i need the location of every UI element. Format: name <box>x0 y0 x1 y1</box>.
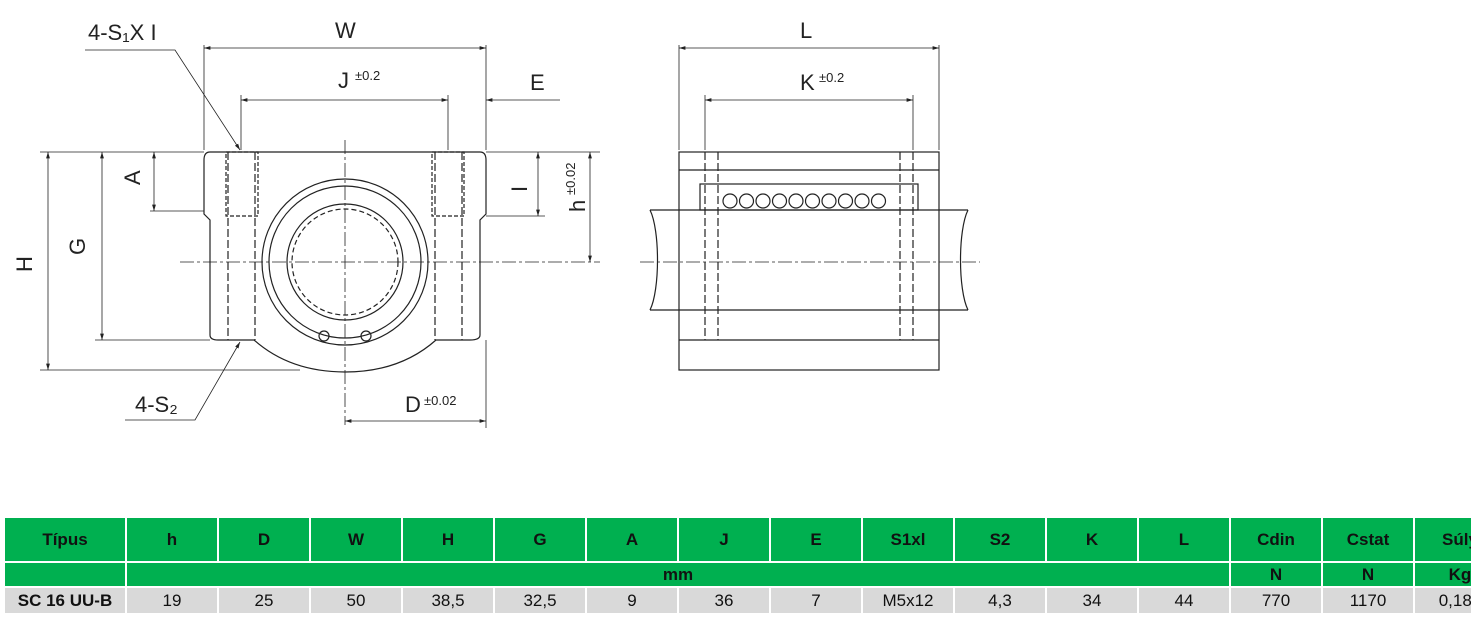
value-cell: M5x12 <box>861 586 955 615</box>
value-cell: 0,189 <box>1413 586 1471 615</box>
label-h-tol: ±0.02 <box>563 163 578 195</box>
label-i: I <box>507 186 532 192</box>
value-cell: 32,5 <box>493 586 587 615</box>
ball-bearing <box>771 193 788 209</box>
units-cdin: N <box>1229 561 1323 588</box>
column-header: E <box>769 516 863 563</box>
value-cell: 1170 <box>1321 586 1415 615</box>
units-mm: mm <box>125 561 1231 588</box>
spec-table: TípushDWHGAJES1xlS2KLCdinCstatSúly mm N … <box>3 516 1471 615</box>
ball-bearing <box>837 193 854 209</box>
ball-bearing <box>804 193 821 209</box>
label-h-big: H <box>12 256 37 272</box>
ball-bearing <box>788 193 804 209</box>
units-cstat: N <box>1321 561 1415 588</box>
label-a: A <box>120 170 145 185</box>
column-header: L <box>1137 516 1231 563</box>
value-cell: 34 <box>1045 586 1139 615</box>
front-view <box>180 140 600 425</box>
column-header: h <box>125 516 219 563</box>
ball-bearing <box>738 193 755 209</box>
column-header: H <box>401 516 495 563</box>
ball-bearing <box>821 193 837 209</box>
label-e: E <box>530 70 545 95</box>
units-suly: Kg <box>1413 561 1471 588</box>
column-header: Súly <box>1413 516 1471 563</box>
label-l: L <box>800 18 812 43</box>
column-header: S1xl <box>861 516 955 563</box>
value-cell: 7 <box>769 586 863 615</box>
units-blank <box>3 561 127 588</box>
label-k: K <box>800 70 815 95</box>
label-s1: 4-S₁X I <box>88 20 157 45</box>
label-h-small: h <box>565 200 590 212</box>
value-cell: 9 <box>585 586 679 615</box>
model-cell: SC 16 UU-B <box>3 586 127 615</box>
column-header: D <box>217 516 311 563</box>
column-header: G <box>493 516 587 563</box>
value-cell: 770 <box>1229 586 1323 615</box>
value-cell: 19 <box>125 586 219 615</box>
label-d: D <box>405 392 421 417</box>
label-d-tol: ±0.02 <box>424 393 456 408</box>
value-cell: 25 <box>217 586 311 615</box>
value-cell: 50 <box>309 586 403 615</box>
side-view <box>640 151 980 371</box>
value-cell: 38,5 <box>401 586 495 615</box>
label-j: J <box>338 68 349 93</box>
value-cell: 36 <box>677 586 771 615</box>
label-w: W <box>335 18 356 43</box>
technical-drawing: 4-S₁X I W J ±0.2 E A G H I h ±0.02 4-S₂ … <box>12 18 980 428</box>
value-cell: 44 <box>1137 586 1231 615</box>
column-header: S2 <box>953 516 1047 563</box>
column-header: W <box>309 516 403 563</box>
column-header: J <box>677 516 771 563</box>
ball-bearing <box>755 193 771 209</box>
ball-bearing <box>722 193 738 209</box>
label-g: G <box>65 238 90 255</box>
value-cell: 4,3 <box>953 586 1047 615</box>
column-header: K <box>1045 516 1139 563</box>
label-s2: 4-S₂ <box>135 392 178 417</box>
label-j-tol: ±0.2 <box>355 68 380 83</box>
label-k-tol: ±0.2 <box>819 70 844 85</box>
column-header: A <box>585 516 679 563</box>
ball-bearing <box>854 193 870 209</box>
column-header: Cstat <box>1321 516 1415 563</box>
column-header: Típus <box>3 516 127 563</box>
ball-bearing <box>870 193 887 209</box>
column-header: Cdin <box>1229 516 1323 563</box>
